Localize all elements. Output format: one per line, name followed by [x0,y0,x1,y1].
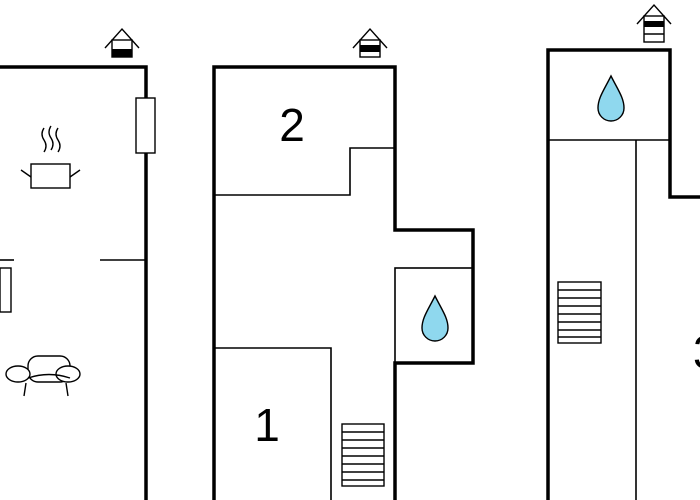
sofa-icon [5,355,81,397]
floor-right-walls [546,48,700,500]
house-entrance-icon [636,3,672,43]
window [135,97,156,154]
water-drop-icon [421,294,449,342]
stairs-icon [557,281,602,344]
stairs-icon [341,423,385,487]
cooking-pot-icon [20,125,81,189]
partition-room-2 [214,147,395,196]
floor-right: 3 [546,3,700,500]
house-entrance-icon [352,27,388,58]
partition-room-1 [214,347,332,500]
room-label: 3 [693,326,700,378]
room-label: 1 [254,399,280,451]
floor-left-walls [0,65,148,500]
bathroom-partition [394,267,474,364]
water-drop-icon [597,74,625,122]
floor-left [0,27,156,500]
floor-middle: 2 1 [212,27,475,500]
window [0,267,12,313]
room-label: 2 [279,99,305,151]
house-entrance-icon [104,27,140,58]
